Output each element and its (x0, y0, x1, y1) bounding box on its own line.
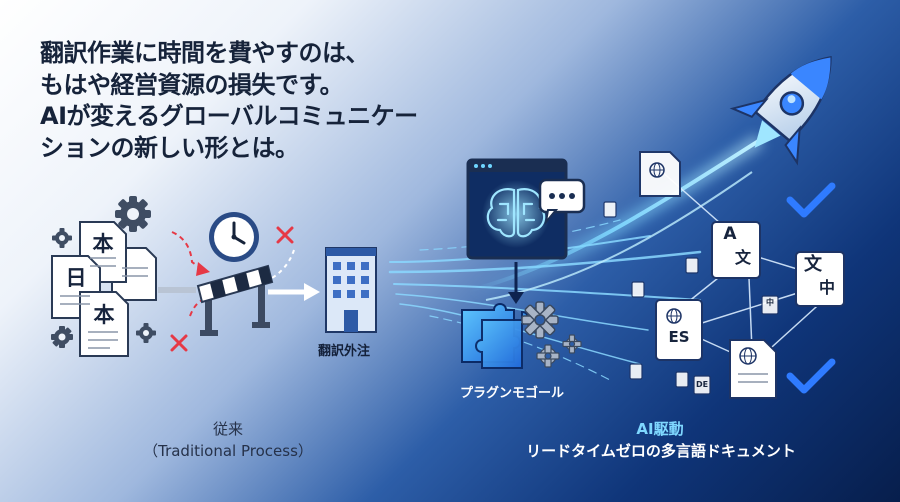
rocket-trail (485, 171, 753, 301)
traditional-caption: 従来 (212, 420, 243, 438)
document-glyph: 日 (65, 266, 87, 290)
brain-icon (486, 188, 546, 238)
document-glyph: ES (668, 328, 690, 346)
gear-icon (521, 301, 559, 339)
office-building-icon (325, 247, 377, 333)
gear-icon (51, 326, 73, 348)
x-mark-icon (170, 334, 188, 352)
data-stream (388, 219, 702, 381)
delay-path (171, 231, 201, 269)
document-glyph: 中 (766, 298, 774, 307)
document-glyph: 中 (818, 278, 835, 297)
clock-icon (209, 212, 259, 262)
document-stack-icon (51, 221, 157, 357)
document-glyph: 文 (804, 254, 822, 275)
headline: 翻訳作業に時間を費やすのは、 もはや経営資源の損失です。 AIが変えるグローバル… (40, 38, 460, 164)
document-icon (711, 221, 761, 279)
document-glyph: DE (695, 380, 709, 389)
document-glyph: 本 (93, 303, 115, 327)
x-mark-icon (276, 226, 294, 244)
document-icon (639, 151, 681, 197)
gear-icon (562, 334, 582, 354)
traditional-caption-sub: （Traditional Process） (143, 442, 313, 460)
gear-icon (136, 323, 156, 343)
delay-path (189, 297, 209, 317)
arrow-head-icon (304, 283, 320, 301)
headline-line: 翻訳作業に時間を費やすのは、 (40, 39, 370, 67)
rocket-icon (729, 55, 832, 166)
document-icon (795, 251, 845, 307)
arrow-head-icon (508, 292, 524, 304)
ai-caption-sub: リードタイムゼロの多言語ドキュメント (526, 442, 796, 460)
headline-line: AIが変えるグローバルコミュニケー (40, 102, 418, 130)
puzzle-icon (461, 303, 529, 369)
gear-icon (536, 344, 560, 368)
document-glyph: 文 (734, 248, 751, 267)
ai-caption: AI駆動 (636, 420, 684, 438)
headline-line: ションの新しい形とは。 (40, 133, 299, 162)
checkmark-icon (786, 358, 836, 394)
headline-line: もはや経営資源の損失です。 (40, 70, 344, 99)
arrow-head-icon (196, 262, 210, 276)
outsourcing-label: 翻訳外注 (318, 344, 371, 359)
delay-path (271, 249, 295, 279)
mini-document-icon (603, 201, 779, 395)
barrier-icon (196, 264, 274, 336)
gear-icon (52, 228, 72, 248)
document-icon (655, 299, 703, 361)
document-glyph: A (723, 224, 737, 244)
document-icon (729, 339, 777, 399)
gear-icon (115, 196, 151, 232)
chat-bubble-icon (538, 178, 586, 226)
checkmark-icon (786, 182, 836, 218)
rocket-trail (469, 138, 762, 292)
document-glyph: 本 (92, 232, 114, 256)
plugin-label: プラグンモゴール (460, 386, 565, 401)
